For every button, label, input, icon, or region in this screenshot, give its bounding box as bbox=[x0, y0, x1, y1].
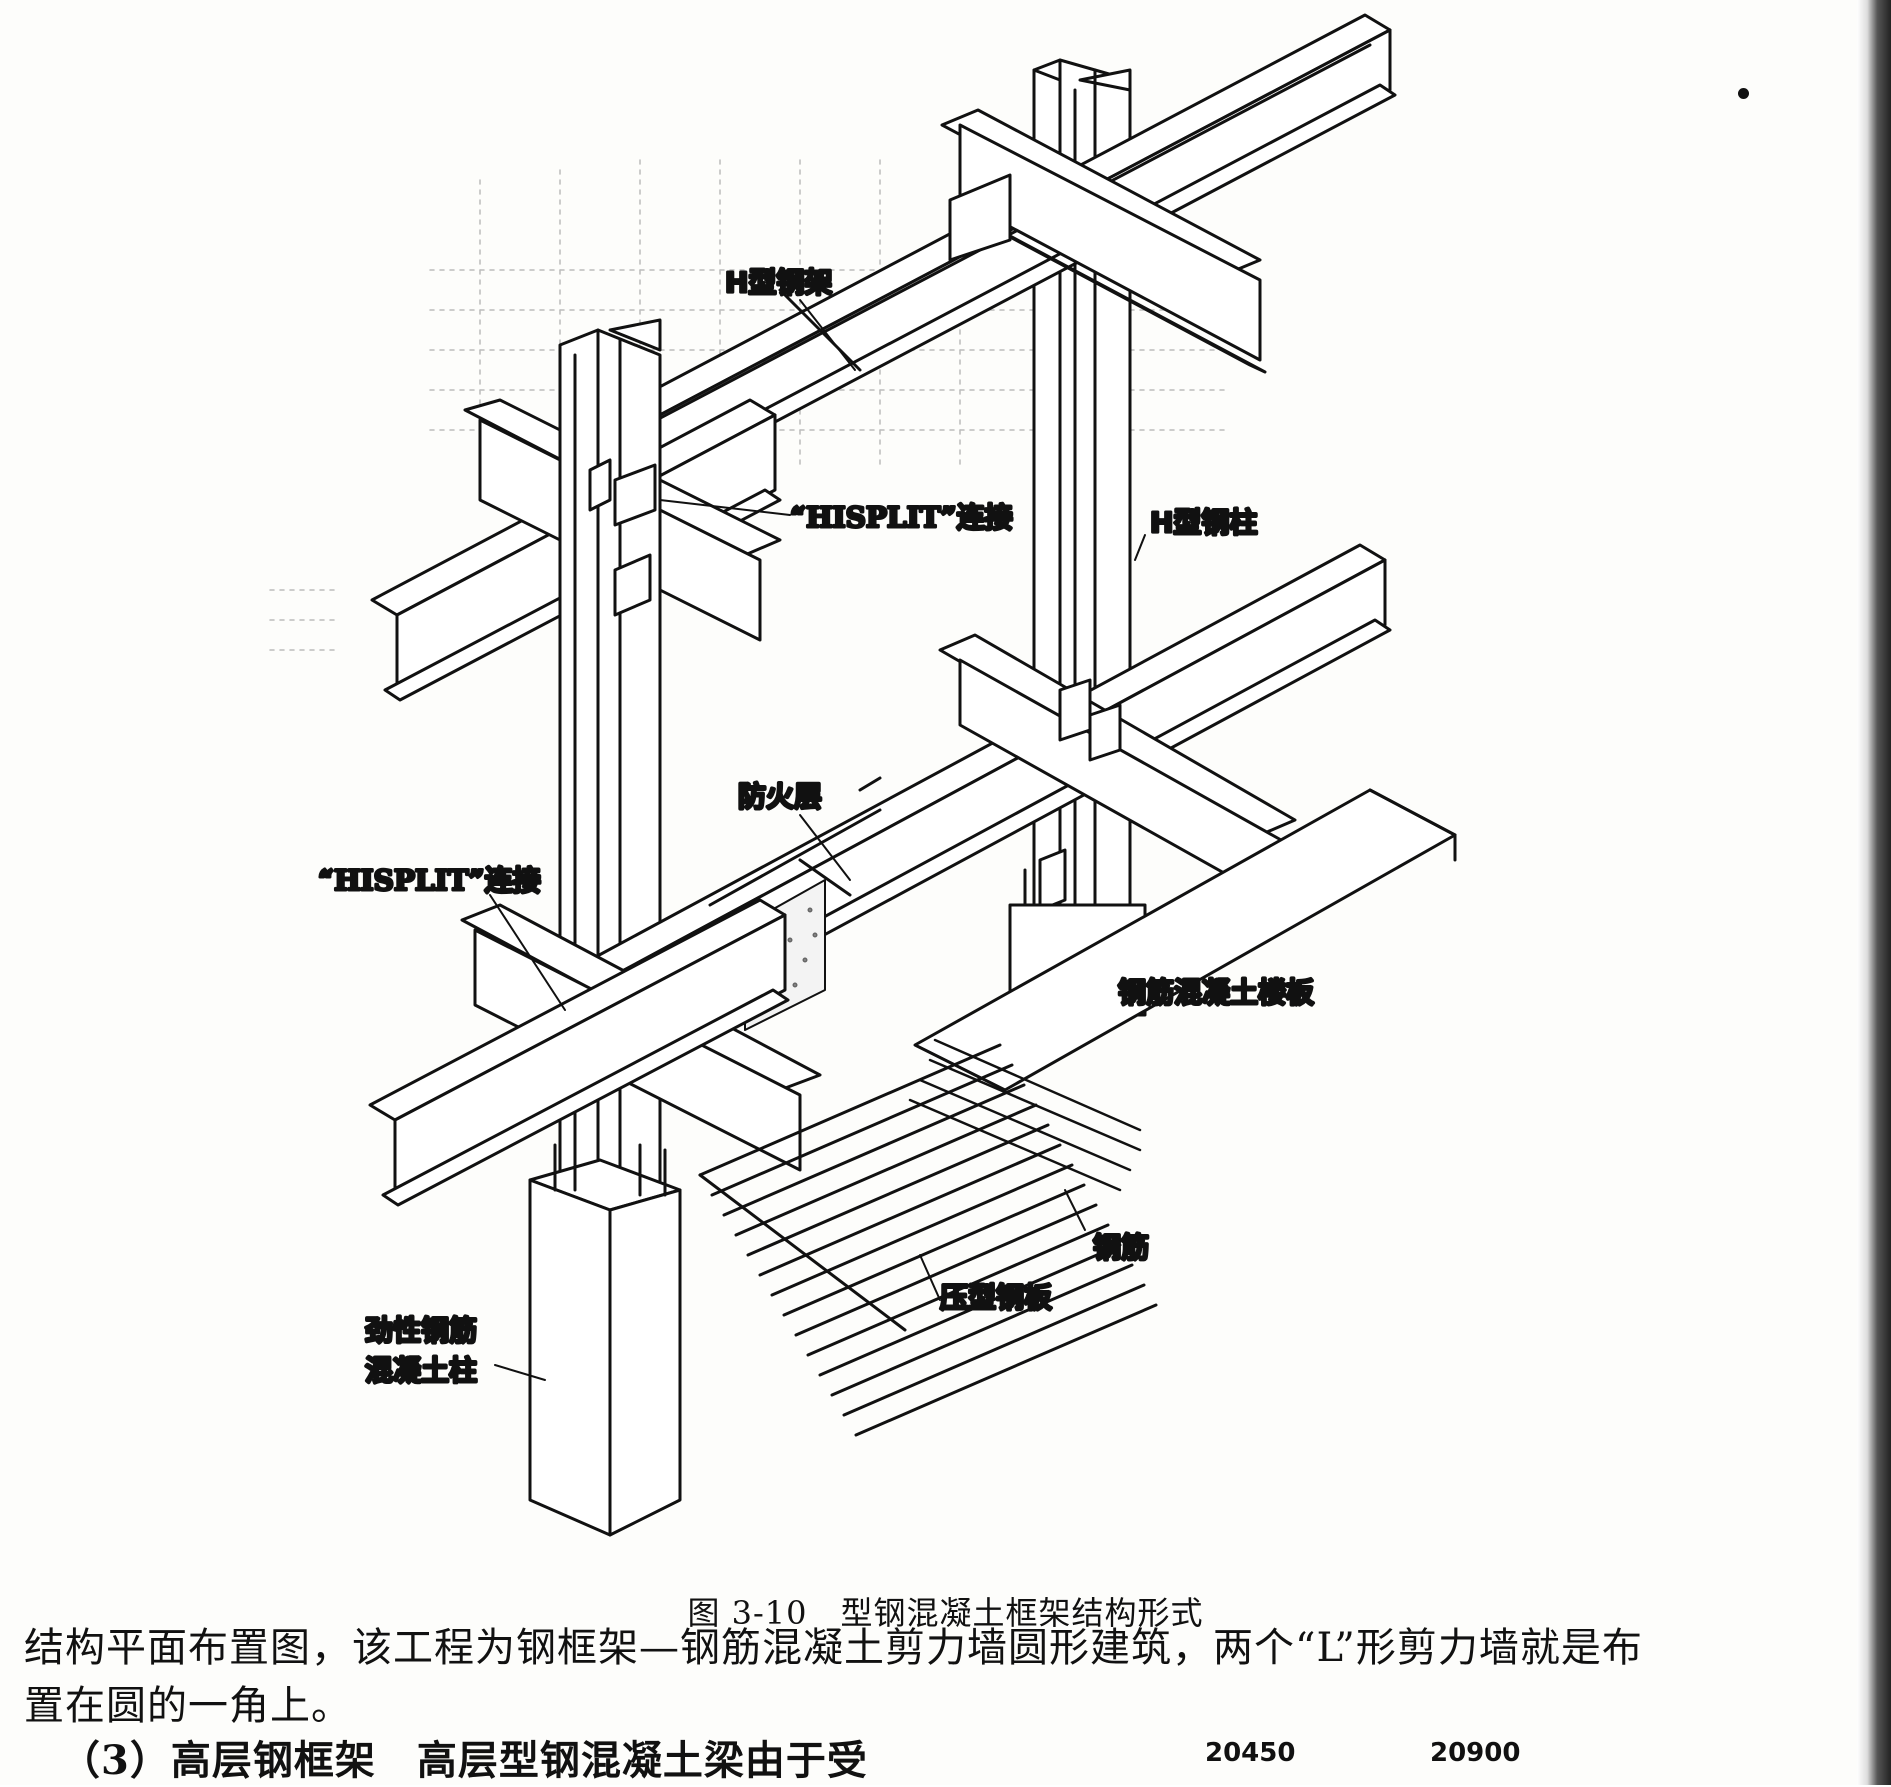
figure-caption: 图 3-10 型钢混凝土框架结构形式 bbox=[687, 1594, 1204, 1632]
body-text-line2: 置在圆的一角上。 bbox=[24, 1683, 352, 1729]
label-hisplit-left: “HISPLIT”连接 bbox=[318, 864, 541, 897]
dimension-2: 20900 bbox=[1430, 1738, 1521, 1768]
hisplit-connection-right bbox=[1038, 678, 1122, 912]
leader-lines bbox=[489, 299, 1146, 1381]
dimension-1: 20450 bbox=[1205, 1738, 1296, 1768]
hisplit-connection-top bbox=[588, 458, 657, 617]
body-text-line3: （3）高层钢框架 高层型钢混凝土梁由于受 bbox=[60, 1737, 868, 1784]
body-text-line1: 结构平面布置图，该工程为钢框架—钢筋混凝土剪力墙圆形建筑，两个“L”形剪力墙就是… bbox=[24, 1625, 1643, 1671]
label-hisplit-top: “HISPLIT”连接 bbox=[790, 501, 1013, 534]
rebar-lines bbox=[908, 1038, 1142, 1192]
src-concrete-column bbox=[528, 1138, 682, 1537]
profiled-steel-deck bbox=[698, 1043, 1158, 1437]
label-profiled-steel-sheet: 压型钢板 bbox=[940, 1281, 1052, 1314]
scan-page-edge bbox=[1857, 0, 1891, 1785]
label-rebar: 钢筋 bbox=[1093, 1231, 1149, 1264]
cross-beam-top-right bbox=[940, 108, 1267, 374]
steel-concrete-frame-diagram: H型钢架 “HISPLIT”连接 H型钢柱 防火层 “HISPLIT”连接 钢筋… bbox=[269, 13, 1457, 1537]
label-rc-floor-slab: 钢筋混凝土楼板 bbox=[1118, 976, 1314, 1009]
label-src-column-line2: 混凝土柱 bbox=[365, 1354, 477, 1387]
label-src-column-line1: 劲性钢筋 bbox=[365, 1314, 477, 1347]
beam-lower-left bbox=[368, 898, 790, 1207]
ink-dot bbox=[1738, 88, 1749, 99]
rc-floor-slab bbox=[913, 788, 1457, 1092]
label-h-steel-beam: H型钢架 bbox=[725, 266, 832, 299]
label-fireproof-layer: 防火层 bbox=[738, 780, 822, 813]
label-h-steel-column: H型钢柱 bbox=[1150, 506, 1257, 539]
